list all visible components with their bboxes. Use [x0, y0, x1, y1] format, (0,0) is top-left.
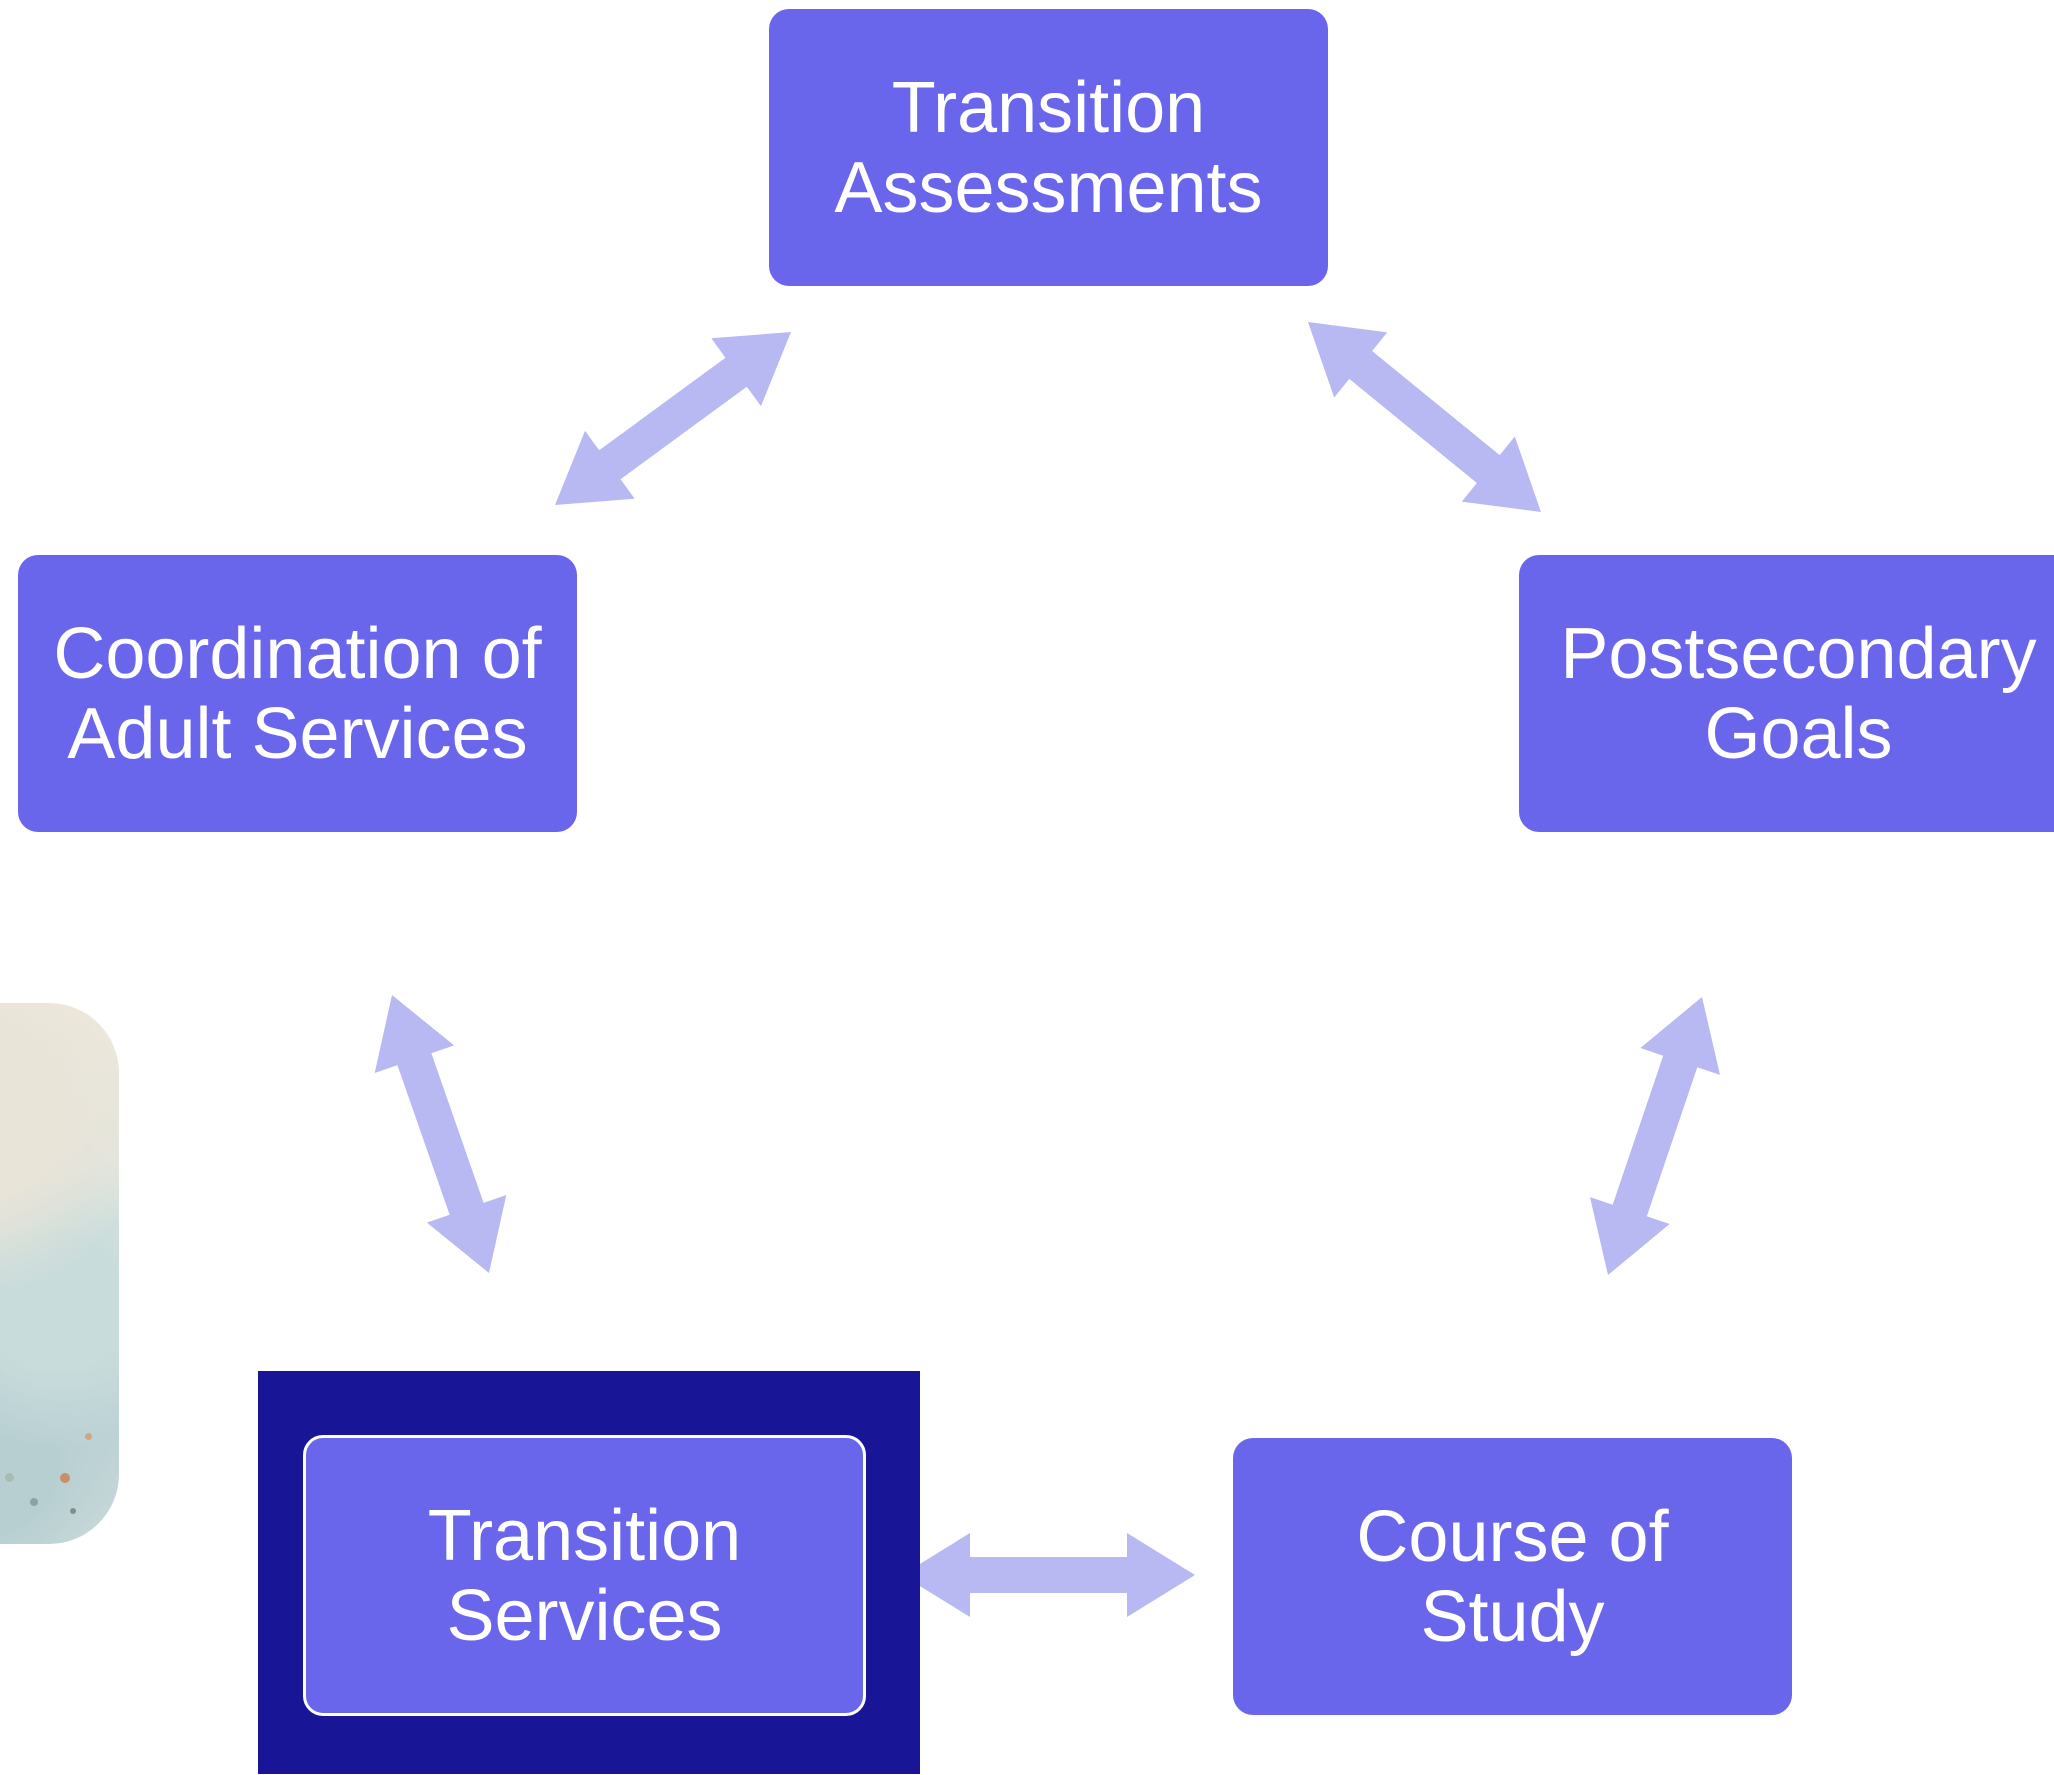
- arrow-coordination-assessments: [555, 332, 791, 505]
- node-label-line: Goals: [1704, 693, 1893, 774]
- arrow-assessments-postsecondary: [1308, 322, 1541, 512]
- arrow-course-services: [902, 1533, 1195, 1617]
- background-photo: [0, 1003, 119, 1544]
- node-label-line: Services: [446, 1575, 723, 1656]
- node-transition-services: Transition Services: [303, 1435, 866, 1716]
- node-label-line: Course of: [1356, 1496, 1669, 1577]
- node-label-line: Coordination of: [53, 613, 542, 694]
- node-label-line: Transition: [891, 67, 1206, 148]
- arrow-postsecondary-course: [1590, 997, 1720, 1275]
- arrow-services-coordination: [374, 995, 507, 1273]
- node-postsecondary-goals: Postsecondary Goals: [1519, 555, 2054, 832]
- node-label-line: Study: [1420, 1576, 1605, 1657]
- node-course-of-study: Course of Study: [1233, 1438, 1792, 1715]
- node-label-line: Postsecondary: [1560, 613, 2037, 694]
- node-label-line: Adult Services: [67, 693, 528, 774]
- node-coordination-of-adult-services: Coordination of Adult Services: [18, 555, 577, 832]
- node-label-line: Assessments: [834, 147, 1263, 228]
- node-transition-assessments: Transition Assessments: [769, 9, 1328, 286]
- node-label-line: Transition: [427, 1495, 742, 1576]
